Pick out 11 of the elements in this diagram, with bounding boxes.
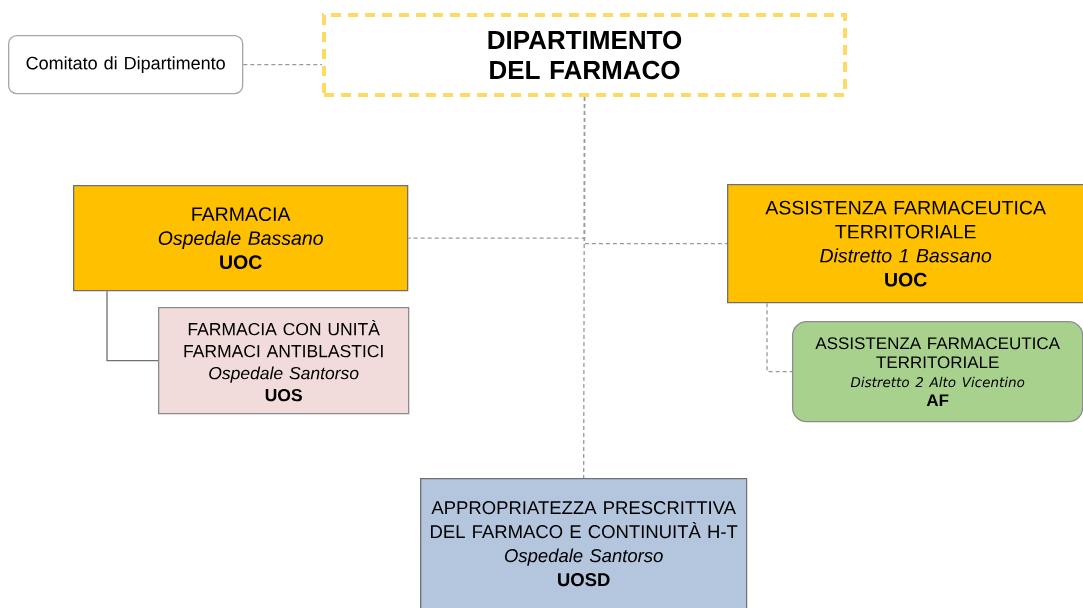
unit-box: FARMACIA Ospedale Bassano UOC: [73, 185, 409, 292]
connector-line: [106, 290, 159, 362]
unit-box: ASSISTENZA FARMACEUTICA TERRITORIALE Distretto 1 Bassano UOC: [727, 184, 1083, 304]
connector-line: [242, 64, 323, 66]
department-box: DIPARTIMENTO DEL FARMACO: [322, 13, 847, 97]
unit-box: FARMACIA CON UNITÀ FARMACI ANTIBLASTICI Ospedale Santorso UOS: [158, 307, 410, 415]
unit-box: ASSISTENZA FARMACEUTICA TERRITORIALE Distretto 2 Alto Vicentino AF: [792, 321, 1083, 423]
connector-line: [583, 96, 586, 479]
unit-box: APPROPRIATEZZA PRESCRITTIVA DEL FARMACO E CONTINUITÀ H-T Ospedale Santorso UOSD: [420, 478, 748, 608]
committee-box: Comitato di Dipartimento: [8, 35, 244, 95]
connector-line: [766, 302, 793, 373]
